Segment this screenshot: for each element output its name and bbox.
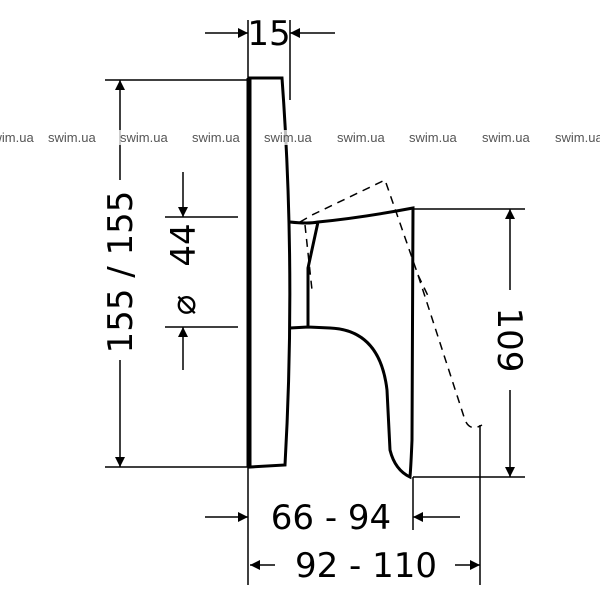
diameter-symbol: ⌀ (164, 295, 204, 315)
handle-rotated-outline (299, 178, 483, 429)
watermark: swim.ua (0, 130, 36, 145)
dim-label-109: 109 (489, 308, 529, 373)
dim-label-92-110: 92 - 110 (295, 546, 437, 586)
dim-label-44: 44 (164, 223, 204, 266)
dim-label-155: 155 / 155 (101, 191, 141, 354)
watermark: swim.ua (407, 130, 459, 145)
watermark: swim.ua (335, 130, 387, 145)
watermark: swim.ua (190, 130, 242, 145)
dim-label-66-94: 66 - 94 (271, 498, 391, 538)
watermark: swim.ua (46, 130, 98, 145)
dim-label-15: 15 (247, 14, 290, 54)
watermark: swim.ua (480, 130, 532, 145)
watermark: swim.ua (118, 130, 170, 145)
wall-plate (248, 76, 292, 469)
watermark: swim.ua (262, 130, 314, 145)
mixer-handle (289, 206, 415, 480)
watermark: swim.ua (553, 130, 600, 145)
